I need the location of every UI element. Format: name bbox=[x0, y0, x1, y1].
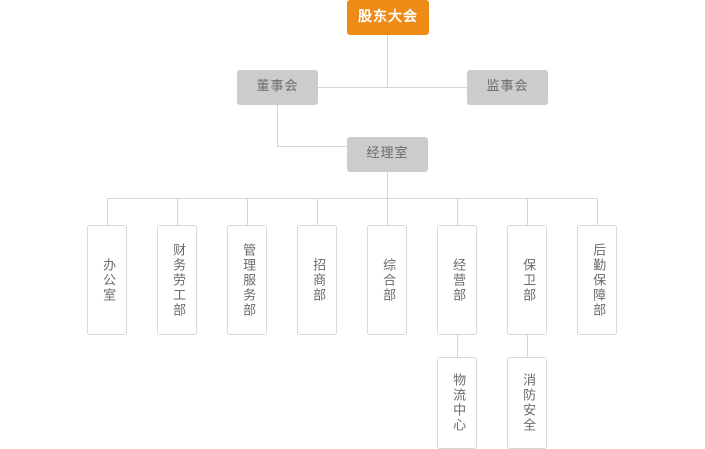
node-dept-operations[interactable]: 经营部 bbox=[437, 225, 477, 335]
node-dept-security[interactable]: 保卫部 bbox=[507, 225, 547, 335]
connector-dept-drop-4 bbox=[317, 198, 318, 225]
connector-dept-drop-2 bbox=[177, 198, 178, 225]
node-dept-finance-labor[interactable]: 财务劳工部 bbox=[157, 225, 197, 335]
connector-directors-down bbox=[277, 105, 278, 146]
connector-dept-drop-3 bbox=[247, 198, 248, 225]
node-shareholders-meeting[interactable]: 股东大会 bbox=[347, 0, 429, 35]
connector-level2-bus bbox=[318, 87, 467, 88]
node-dept-management-service[interactable]: 管理服务部 bbox=[227, 225, 267, 335]
node-board-of-directors[interactable]: 董事会 bbox=[237, 70, 318, 105]
node-sub-fire-safety[interactable]: 消防安全 bbox=[507, 357, 547, 449]
connector-root-down bbox=[387, 35, 388, 87]
node-sub-logistics-center[interactable]: 物流中心 bbox=[437, 357, 477, 449]
connector-dept-drop-5 bbox=[387, 198, 388, 225]
connector-directors-to-manager bbox=[277, 146, 347, 147]
node-dept-general[interactable]: 综合部 bbox=[367, 225, 407, 335]
node-manager-office[interactable]: 经理室 bbox=[347, 137, 428, 172]
node-dept-investment[interactable]: 招商部 bbox=[297, 225, 337, 335]
connector-sub-drop-logistics bbox=[457, 335, 458, 357]
node-dept-logistics-support[interactable]: 后勤保障部 bbox=[577, 225, 617, 335]
node-board-of-supervisors[interactable]: 监事会 bbox=[467, 70, 548, 105]
connector-manager-down bbox=[387, 172, 388, 199]
node-dept-office[interactable]: 办公室 bbox=[87, 225, 127, 335]
connector-dept-drop-7 bbox=[527, 198, 528, 225]
connector-dept-bus bbox=[107, 198, 598, 199]
connector-dept-drop-8 bbox=[597, 198, 598, 225]
connector-dept-drop-1 bbox=[107, 198, 108, 225]
connector-dept-drop-6 bbox=[457, 198, 458, 225]
connector-sub-drop-fire bbox=[527, 335, 528, 357]
